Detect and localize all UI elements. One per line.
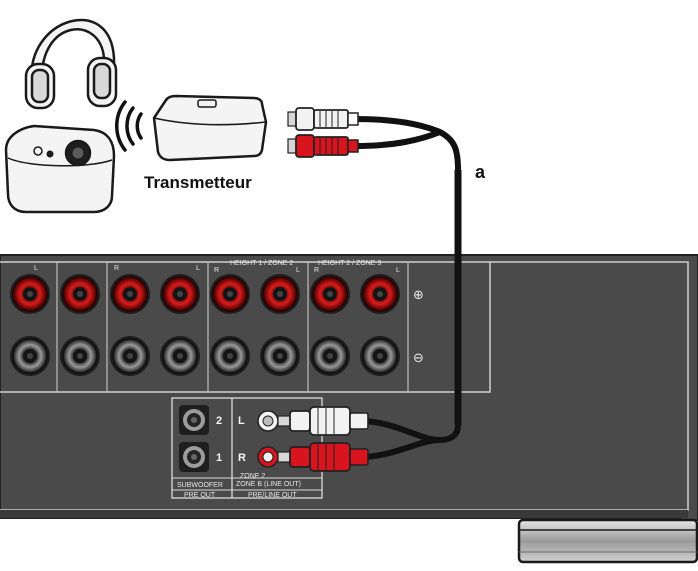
cable-label: a [475, 162, 486, 182]
speaker-terminal-negative-6 [260, 336, 300, 376]
headphones-icon [24, 18, 118, 110]
svg-text:R: R [114, 265, 119, 272]
rca-cable [354, 116, 462, 460]
line-out-left-socket [257, 410, 279, 432]
speaker-terminal-negative-4 [160, 336, 200, 376]
speaker-terminal-positive-8 [360, 274, 400, 314]
svg-text:HEIGHT 2 / ZONE 3: HEIGHT 2 / ZONE 3 [318, 260, 381, 267]
preout-channel-1: 1 [216, 452, 222, 464]
speaker-terminals-positive [10, 274, 400, 314]
speaker-terminal-positive-4 [160, 274, 200, 314]
speaker-terminals-negative [10, 336, 400, 376]
speaker-terminal-positive-3 [110, 274, 150, 314]
speaker-terminal-positive-6 [260, 274, 300, 314]
rca-plug-white-bottom [277, 406, 369, 436]
svg-text:L: L [296, 267, 300, 274]
svg-text:L: L [34, 265, 38, 272]
speaker-terminal-positive-7 [310, 274, 350, 314]
minus-symbol: ⊖ [413, 351, 424, 366]
preline-L-label: L [238, 415, 245, 427]
plus-symbol: ⊕ [413, 288, 424, 303]
speaker-terminal-positive-5 [210, 274, 250, 314]
speaker-icon [4, 124, 116, 214]
svg-text:L: L [196, 265, 200, 272]
speaker-terminal-negative-2 [60, 336, 100, 376]
preout-channel-2: 2 [216, 415, 222, 427]
rca-plug-white-top [287, 107, 359, 131]
speaker-terminal-negative-1 [10, 336, 50, 376]
speaker-terminal-negative-5 [210, 336, 250, 376]
svg-text:HEIGHT 1 / ZONE 2: HEIGHT 1 / ZONE 2 [230, 260, 293, 267]
speaker-terminal-negative-8 [360, 336, 400, 376]
speaker-terminal-positive-1 [10, 274, 50, 314]
pre-out-label: PRE OUT [184, 492, 216, 499]
preline-out-label: PRE/LINE OUT [248, 492, 297, 499]
speaker-terminal-negative-7 [310, 336, 350, 376]
wireless-signal-icon [115, 100, 143, 152]
subwoofer-label: SUBWOOFER [177, 482, 223, 489]
rca-plug-red-bottom [277, 442, 369, 472]
transmitter-label: Transmetteur [144, 173, 252, 192]
svg-text:R: R [214, 267, 219, 274]
speaker-terminal-positive-2 [60, 274, 100, 314]
transmitter-icon [152, 94, 268, 162]
svg-text:R: R [314, 267, 319, 274]
svg-text:L: L [396, 267, 400, 274]
zone-label-line1: ZONE 2 [240, 473, 265, 480]
zone-label-line2: ZONE B (LINE OUT) [236, 481, 301, 488]
line-out-right-socket [257, 446, 279, 468]
preline-R-label: R [238, 452, 246, 464]
rca-plug-red-top [287, 134, 359, 158]
speaker-terminal-negative-3 [110, 336, 150, 376]
panel-top-labels: L R L HEIGHT 1 / ZONE 2 R L HEIGHT 2 / Z… [34, 260, 400, 274]
receiver-foot [517, 518, 698, 564]
